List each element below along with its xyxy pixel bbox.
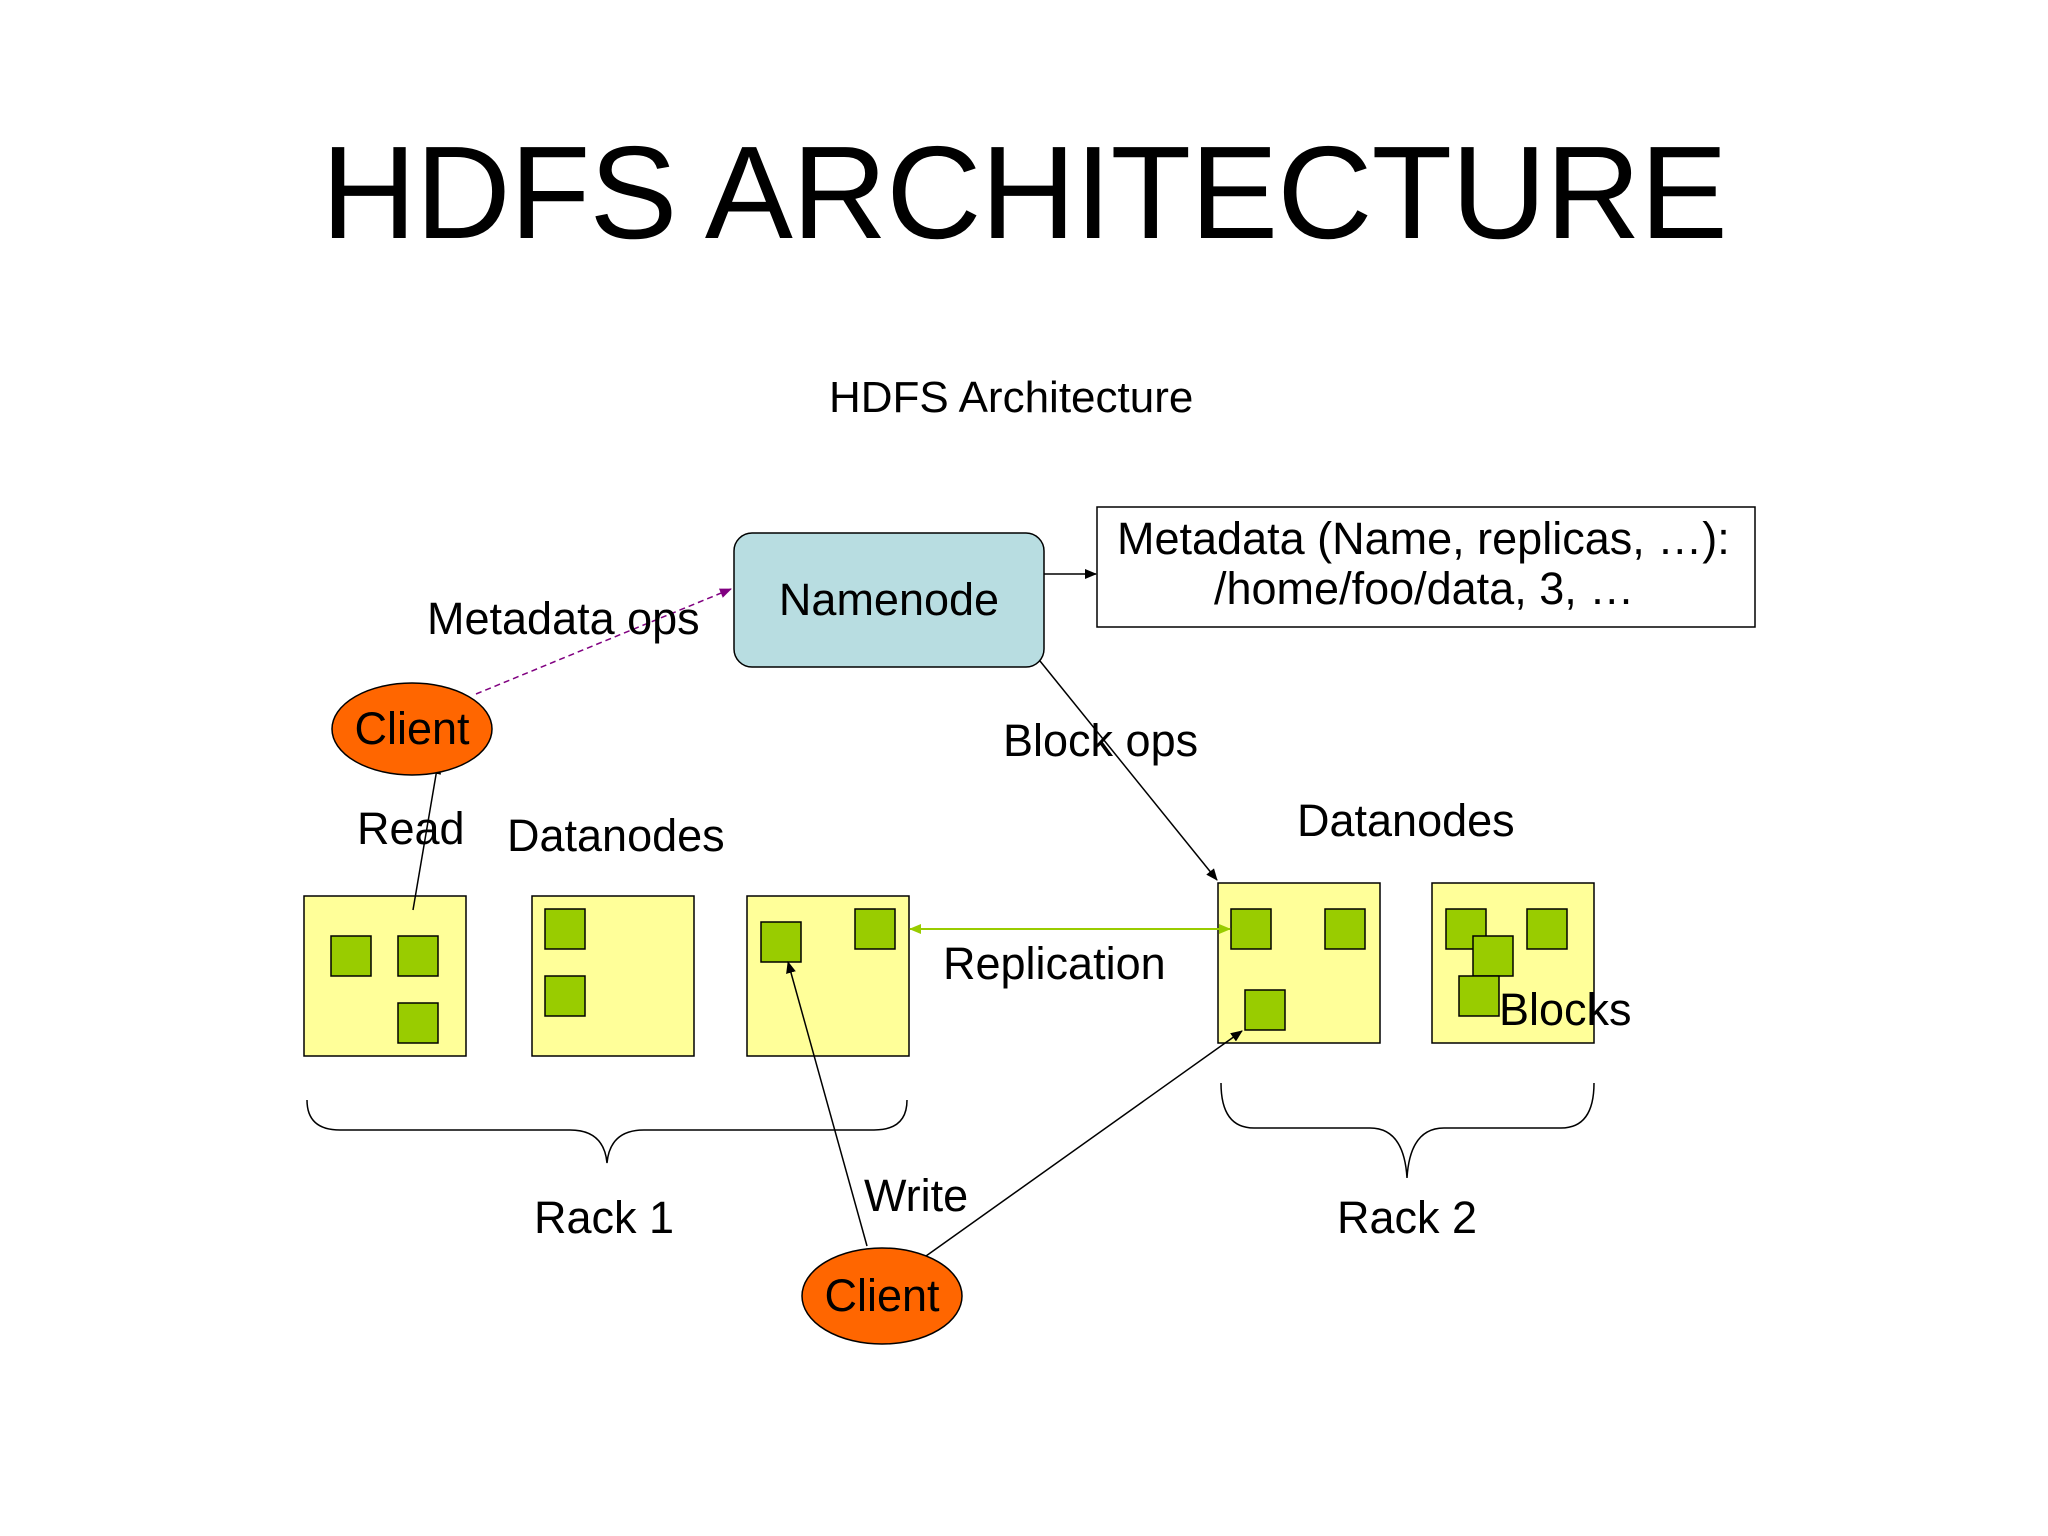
block	[397, 1002, 439, 1044]
block	[1244, 989, 1286, 1031]
metadata-line-2: /home/foo/data, 3, …	[1214, 563, 1635, 614]
read-arrow	[412, 762, 442, 911]
metadata-line-1: Metadata (Name, replicas, …):	[1117, 513, 1730, 564]
read-label: Read	[357, 803, 465, 854]
metadata-box	[1096, 506, 1756, 628]
namenode-label: Namenode	[778, 574, 1000, 625]
block	[544, 908, 586, 950]
metadata-ops-label: Metadata ops	[427, 593, 700, 644]
rack1-label: Rack 1	[534, 1192, 675, 1243]
metadata-ops-arrow	[475, 588, 732, 695]
write-label: Write	[864, 1170, 969, 1221]
diagram-title: HDFS Architecture	[829, 373, 1194, 422]
block	[1324, 908, 1366, 950]
block	[1472, 935, 1514, 977]
datanodes-right-label: Datanodes	[1297, 795, 1515, 846]
block	[854, 908, 896, 950]
client-read-label: Client	[354, 703, 470, 754]
block	[1230, 908, 1272, 950]
client-write-label: Client	[824, 1270, 940, 1321]
datanode-rack2-1	[1217, 882, 1381, 1044]
rack1-brace	[306, 1099, 908, 1164]
block	[544, 975, 586, 1017]
write-arrow-rack1	[786, 961, 868, 1247]
block	[760, 921, 802, 963]
rack2-label: Rack 2	[1337, 1192, 1478, 1243]
client-read-ellipse	[331, 682, 493, 776]
block-ops-arrow	[1039, 660, 1218, 881]
block	[1526, 908, 1568, 950]
block	[397, 935, 439, 977]
datanodes-left-label: Datanodes	[507, 810, 725, 861]
block	[1458, 975, 1500, 1017]
client-write-ellipse	[801, 1247, 963, 1345]
rack2-brace	[1220, 1082, 1595, 1179]
block-ops-label: Block ops	[1003, 715, 1199, 766]
slide-title: HDFS ARCHITECTURE	[321, 119, 1728, 266]
namenode-box	[733, 532, 1045, 668]
replication-label: Replication	[943, 938, 1166, 989]
write-arrow-rack2	[925, 1030, 1243, 1257]
blocks-label: Blocks	[1499, 984, 1632, 1035]
datanode-rack1-1	[303, 895, 467, 1057]
block	[330, 935, 372, 977]
